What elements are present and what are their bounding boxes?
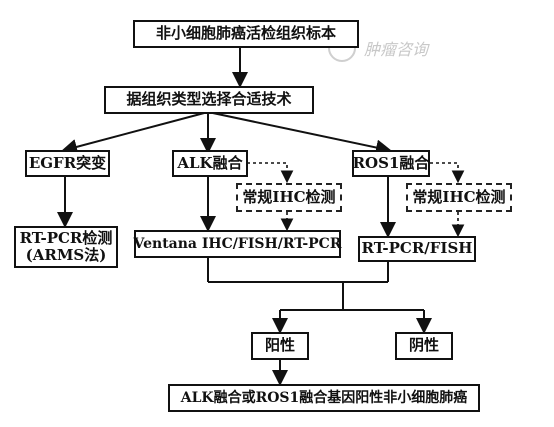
node-alk-label: ALK融合 [177, 153, 243, 172]
node-routine-ihc-alk: 常规IHC检测 [236, 183, 342, 212]
node-specimen: 非小细胞肺癌活检组织标本 [133, 20, 359, 48]
node-rtpcr-fish: RT-PCR/FISH [358, 236, 476, 262]
node-select-technique-label: 据组织类型选择合适技术 [126, 90, 292, 109]
dotted-arrow-alk-to-ihc [247, 162, 294, 184]
node-rtpcr-fish-label: RT-PCR/FISH [361, 239, 473, 258]
node-ros1-label: ROS1融合 [352, 153, 430, 172]
node-result: ALK融合或ROS1融合基因阳性非小细胞肺癌 [168, 384, 480, 412]
node-egfr-label: EGFR突变 [28, 153, 107, 172]
node-negative-label: 阴性 [408, 336, 439, 355]
node-ros1: ROS1融合 [352, 150, 430, 177]
node-ventana: Ventana IHC/FISH/RT-PCR [134, 230, 341, 258]
node-routine-ihc-alk-label: 常规IHC检测 [242, 187, 336, 206]
node-positive: 阳性 [251, 332, 309, 360]
node-negative: 阴性 [395, 332, 453, 360]
node-rtpcr-arms-line1: RT-PCR检测 [19, 228, 113, 247]
node-select-technique: 据组织类型选择合适技术 [104, 86, 314, 114]
node-result-label: ALK融合或ROS1融合基因阳性非小细胞肺癌 [180, 389, 468, 406]
node-specimen-label: 非小细胞肺癌活检组织标本 [155, 24, 336, 43]
dotted-arrow-ros1-to-ihc [430, 162, 465, 184]
arrow-technique-to-egfr [61, 111, 209, 155]
node-rtpcr-arms-line2: (ARMS法) [25, 246, 107, 264]
node-alk: ALK融合 [172, 150, 248, 177]
node-rtpcr-arms: RT-PCR检测 (ARMS法) [14, 226, 118, 268]
node-egfr: EGFR突变 [25, 150, 110, 177]
node-ventana-label: Ventana IHC/FISH/RT-PCR [133, 235, 342, 252]
node-routine-ihc-ros1-label: 常规IHC检测 [412, 187, 506, 206]
arrow-technique-to-ros1 [207, 111, 392, 156]
node-positive-label: 阳性 [264, 336, 295, 355]
node-routine-ihc-ros1: 常规IHC检测 [406, 183, 512, 212]
